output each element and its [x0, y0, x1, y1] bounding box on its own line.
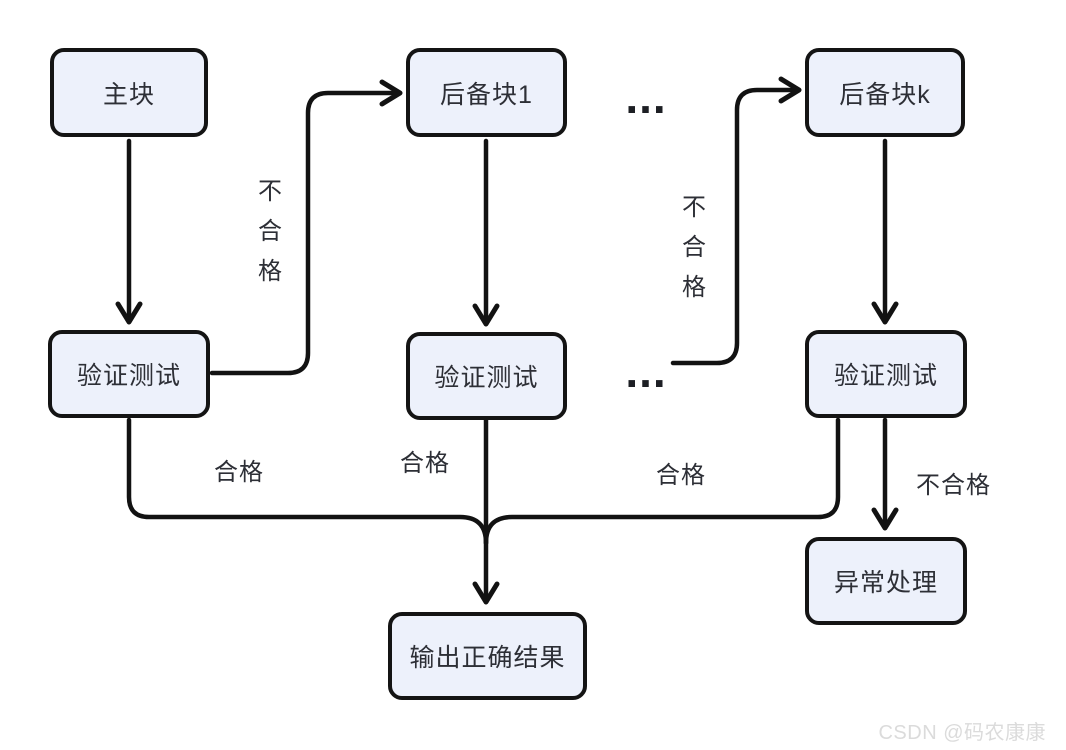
ellipsis-middle-row: ...: [625, 345, 667, 397]
edge-label-pass-1: 合格: [214, 459, 264, 486]
edge-fail2: [670, 76, 802, 366]
edge-pass1: [126, 417, 489, 546]
edge-pass3: [483, 417, 841, 546]
edge-label-fail-3: 不合格: [916, 472, 991, 499]
node-main-block-label: 主块: [102, 80, 155, 109]
edge-label-pass-2: 合格: [400, 450, 450, 477]
node-verify-test-3-label: 验证测试: [833, 362, 938, 390]
edge-label-fail-2: 不合格: [682, 194, 706, 301]
node-output-correct-result-label: 输出正确结果: [409, 644, 566, 672]
node-main-block: 主块: [50, 48, 208, 137]
node-exception-handling-label: 异常处理: [833, 569, 938, 597]
node-exception-handling: 异常处理: [805, 537, 967, 625]
ellipsis-top-row: ...: [625, 71, 667, 123]
node-verify-test-2-label: 验证测试: [434, 364, 539, 392]
node-verify-test-2: 验证测试: [406, 332, 567, 420]
node-backup-block-k: 后备块k: [805, 48, 965, 137]
edge-fail1: [209, 79, 403, 376]
node-verify-test-1: 验证测试: [48, 330, 210, 418]
node-backup-block-k-label: 后备块k: [839, 80, 931, 109]
edge-label-fail-1: 不合格: [258, 178, 282, 285]
node-backup-block-1: 后备块1: [406, 48, 567, 137]
csdn-watermark: CSDN @码农康康: [878, 722, 1046, 744]
node-backup-block-1-label: 后备块1: [440, 80, 533, 109]
node-verify-test-3: 验证测试: [805, 330, 967, 418]
node-output-correct-result: 输出正确结果: [388, 612, 587, 700]
node-verify-test-1-label: 验证测试: [76, 362, 181, 390]
edge-label-pass-3: 合格: [656, 462, 706, 489]
